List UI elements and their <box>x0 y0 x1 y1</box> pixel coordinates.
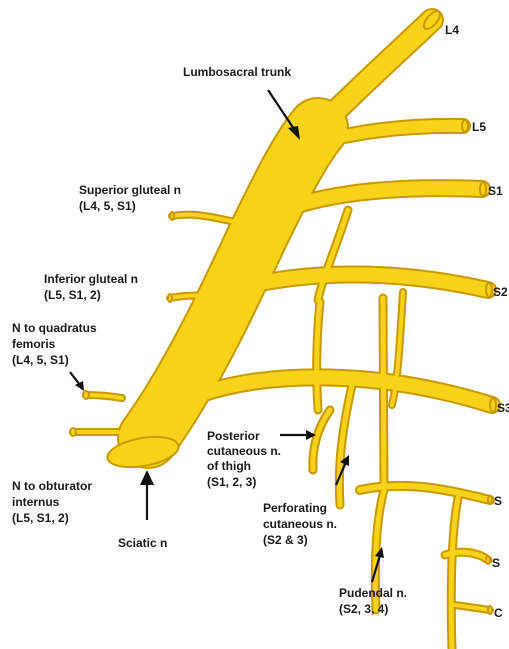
label-inferior-gluteal: Inferior gluteal n (L5, S1, 2) <box>44 272 141 302</box>
root-label-s5: S <box>492 556 500 570</box>
root-label-co: C <box>494 606 503 620</box>
root-label-s2: S2 <box>493 285 508 299</box>
label-quadratus-femoris: N to quadratus femoris (L4, 5, S1) <box>12 321 100 367</box>
nerve-outlines <box>73 20 492 649</box>
root-label-l5: L5 <box>472 120 486 134</box>
label-posterior-cutaneous: Posterior cutaneous n. of thigh (S1, 2, … <box>207 429 284 489</box>
sciatic-cut-end <box>105 432 181 472</box>
label-perforating-cutaneous: Perforating cutaneous n. (S2 & 3) <box>263 501 340 547</box>
root-label-s4: S <box>494 494 502 508</box>
nerve-fills <box>73 20 492 649</box>
label-sciatic: Sciatic n <box>118 536 167 550</box>
root-label-s3: S3 <box>497 401 509 415</box>
label-obturator-internus: N to obturator internus (L5, S1, 2) <box>12 479 95 525</box>
label-lumbosacral-trunk: Lumbosacral trunk <box>183 65 291 79</box>
root-label-s1: S1 <box>488 184 503 198</box>
label-superior-gluteal: Superior gluteal n (L4, 5, S1) <box>79 183 184 213</box>
root-label-l4: L4 <box>445 23 459 37</box>
